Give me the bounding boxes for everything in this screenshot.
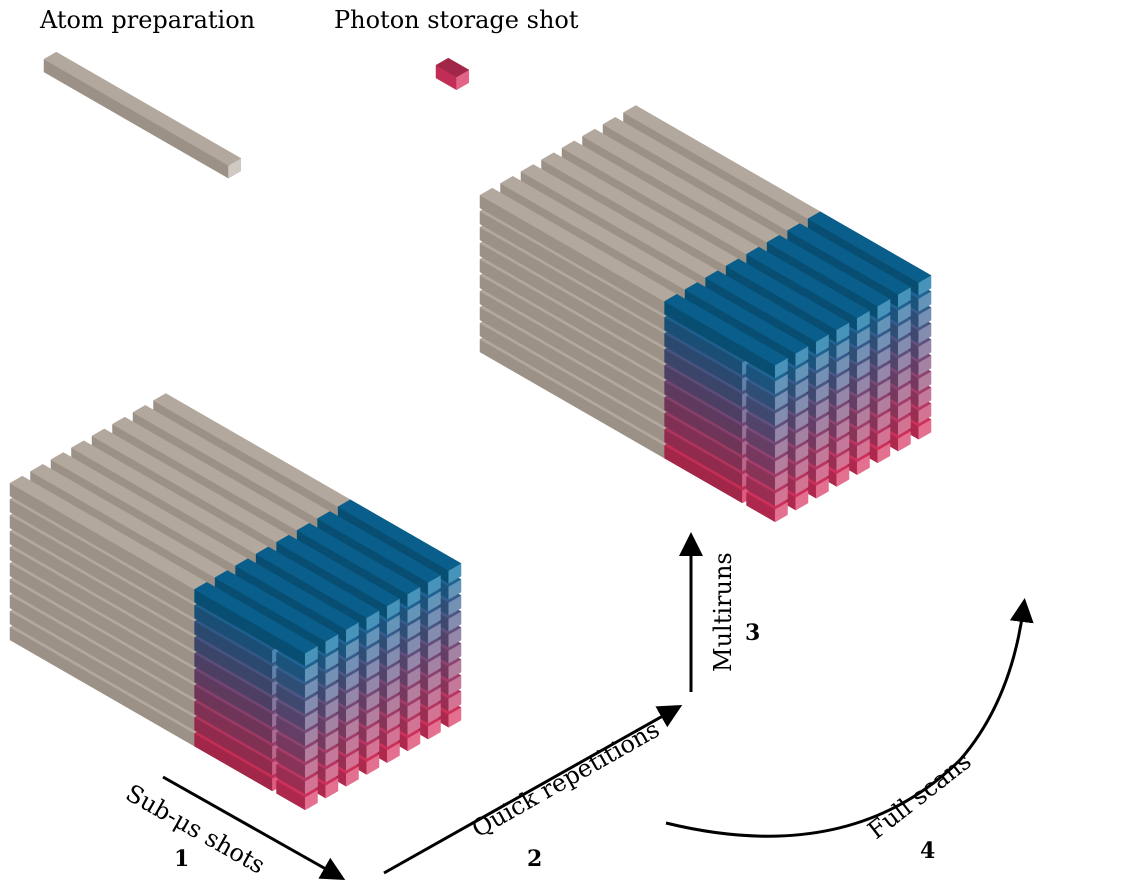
arrow-quick-repetitions xyxy=(383,705,683,875)
number-multiruns: 3 xyxy=(745,620,760,646)
legend-atom-preparation: Atom preparation xyxy=(39,6,255,34)
photon-storage-shot xyxy=(663,294,789,366)
number-quick-repetitions: 2 xyxy=(527,846,542,872)
photon-storage-shot xyxy=(745,246,871,319)
atom-preparation-icon xyxy=(43,58,229,179)
photon-storage-shot xyxy=(255,546,380,618)
photon-storage-shot xyxy=(275,534,401,607)
number-sub-us-shots: 1 xyxy=(174,846,189,872)
photon-storage-shot xyxy=(337,499,462,571)
photon-storage-shot xyxy=(193,582,319,654)
photon-storage-shot xyxy=(807,211,932,283)
photon-storage-shot xyxy=(234,558,360,630)
photon-storage-shot xyxy=(766,235,891,307)
photon-storage-shot xyxy=(725,258,850,330)
block-multirun-front xyxy=(9,393,462,811)
label-quick-repetitions: Quick repetitions xyxy=(467,715,664,843)
photon-storage-shot xyxy=(296,523,421,595)
photon-storage-shot xyxy=(316,511,442,583)
photon-storage-shot xyxy=(214,570,339,642)
number-full-scans: 4 xyxy=(920,838,935,864)
arrow-sub-us-shots xyxy=(162,775,346,880)
arrow-full-scans xyxy=(665,598,1034,838)
atom-preparation-icon xyxy=(43,51,242,166)
label-multiruns: Multiruns xyxy=(709,552,737,672)
legend-icons xyxy=(43,51,470,179)
photon-storage-shot xyxy=(704,270,830,342)
label-full-scans: Full scans xyxy=(862,747,976,845)
legend-photon-storage-shot: Photon storage shot xyxy=(334,6,579,34)
block-multirun-back xyxy=(479,105,932,523)
photon-storage-shot-icon xyxy=(435,57,470,78)
photon-storage-shot xyxy=(786,223,912,295)
photon-storage-shot xyxy=(684,282,809,354)
